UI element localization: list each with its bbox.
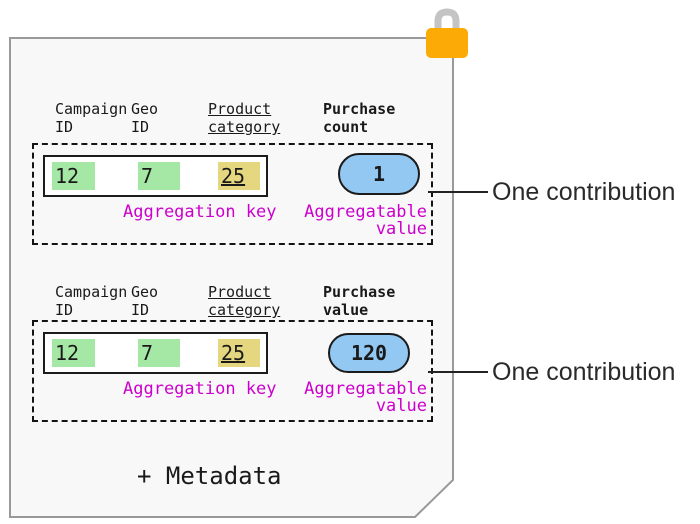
key-cell-campaign-id: 12 — [52, 162, 95, 190]
aggregatable-value-pill: 1 — [338, 153, 420, 195]
aggregatable-value-pill: 120 — [328, 333, 410, 373]
header-line: Purchase — [323, 283, 396, 301]
key-cell-value: 7 — [141, 164, 154, 188]
lock-shackle — [434, 8, 460, 30]
header-line: value — [323, 301, 369, 319]
key-cell-value: 12 — [55, 164, 80, 188]
header-line: count — [323, 118, 369, 136]
value-label-line: value — [375, 396, 427, 416]
aggregation-key-box: 12 7 25 — [43, 155, 268, 197]
header-line: category — [208, 301, 281, 319]
header-line: Campaign — [55, 283, 128, 301]
header-line: Product — [208, 283, 272, 301]
header-line: Campaign — [55, 100, 128, 118]
value-label-line: Aggregatable — [304, 202, 427, 222]
callout-line — [428, 191, 488, 193]
key-cell-geo-id: 7 — [138, 339, 180, 367]
lock-icon — [426, 8, 468, 58]
key-cell-geo-id: 7 — [138, 162, 180, 190]
key-cell-campaign-id: 12 — [52, 339, 95, 367]
callout-line — [428, 371, 488, 373]
contribution-boundary: 12 7 25 120 Aggregation key Aggregatable… — [32, 320, 433, 422]
header-line: Geo — [131, 100, 159, 118]
aggregation-key-label: Aggregation key — [123, 202, 277, 222]
header-line: ID — [55, 301, 74, 319]
value-label-line: Aggregatable — [304, 379, 427, 399]
contribution-annotation: One contribution — [492, 178, 676, 206]
lock-body — [426, 28, 468, 58]
header-line: Geo — [131, 283, 159, 301]
key-cell-product-category: 25 — [218, 162, 260, 190]
header-line: ID — [131, 301, 150, 319]
key-cell-value: 7 — [141, 341, 154, 365]
aggregation-key-box: 12 7 25 — [43, 332, 268, 374]
header-line: Purchase — [323, 100, 396, 118]
value-label-line: value — [375, 219, 427, 239]
key-cell-product-category: 25 — [218, 339, 260, 367]
key-cell-value: 25 — [221, 341, 246, 365]
header-line: ID — [131, 118, 150, 136]
contribution-annotation: One contribution — [492, 358, 676, 386]
aggregation-key-label: Aggregation key — [123, 379, 277, 399]
metadata-label: + Metadata — [137, 462, 282, 490]
key-cell-value: 25 — [221, 164, 246, 188]
header-line: category — [208, 118, 281, 136]
key-cell-value: 12 — [55, 341, 80, 365]
header-line: ID — [55, 118, 74, 136]
header-line: Product — [208, 100, 272, 118]
